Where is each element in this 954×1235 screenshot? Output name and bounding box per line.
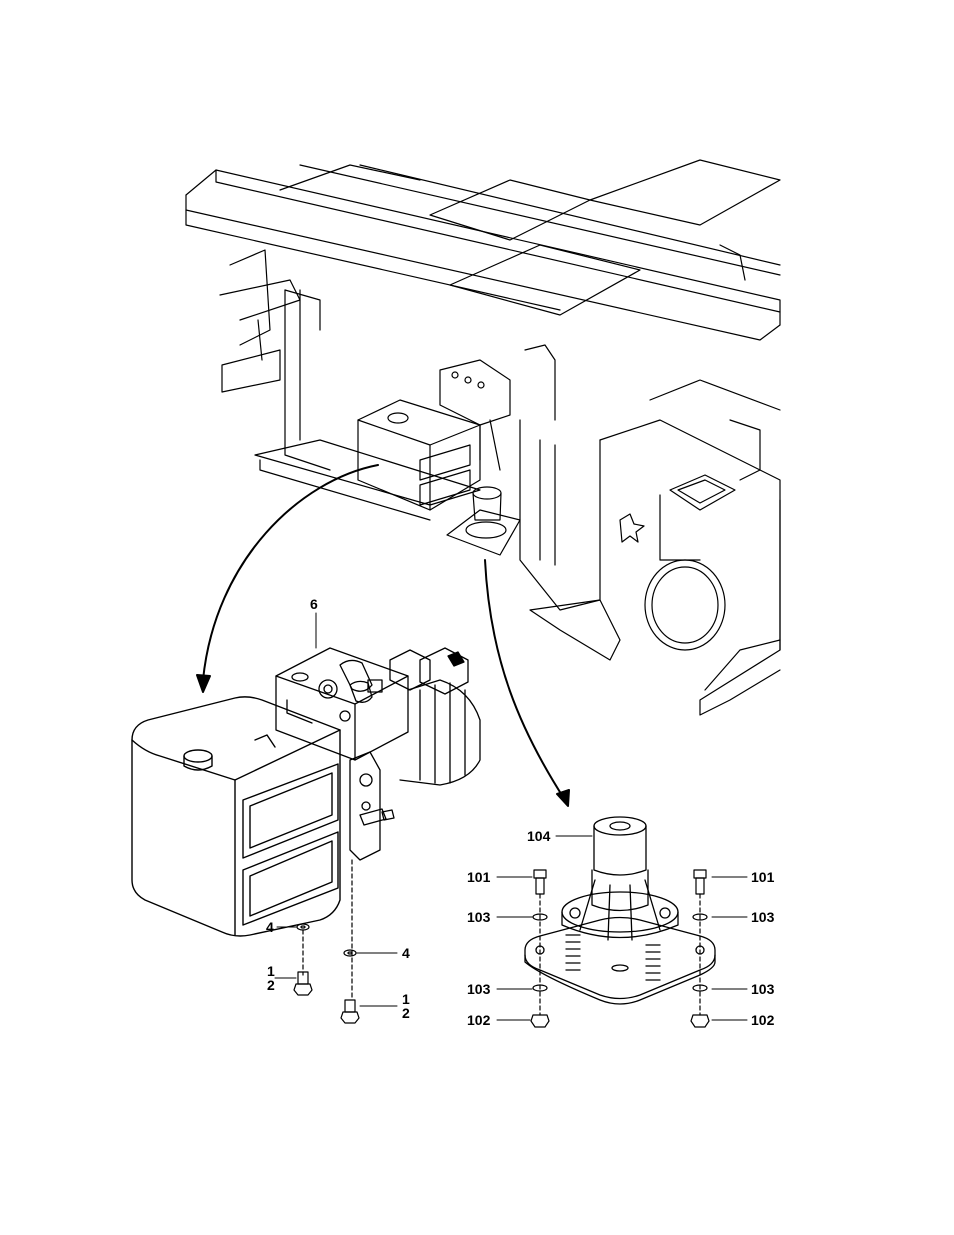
mount-hardware-left: [531, 870, 549, 1027]
hydraulic-reservoir: [132, 697, 340, 936]
pump-motor-assembly: [276, 648, 480, 860]
mount-hardware-right: [691, 870, 709, 1027]
callout-104: 104: [527, 829, 550, 843]
callout-4-valve: 4: [402, 946, 410, 960]
callout-4-tank: 4: [266, 920, 274, 934]
callout-103-lower-left: 103: [467, 982, 490, 996]
callout-103-lower-right: 103: [751, 982, 774, 996]
callout-101-right: 101: [751, 870, 774, 884]
callout-6: 6: [310, 597, 318, 611]
valve-hardware: [341, 860, 359, 1023]
leader-lines: [275, 613, 747, 1020]
pump-in-frame: [440, 360, 510, 470]
callout-1-valve: 1: [402, 992, 410, 1006]
callout-103-upper-right: 103: [751, 910, 774, 924]
isolator-mount: [525, 817, 715, 1004]
callout-101-left: 101: [467, 870, 490, 884]
callout-1-tank: 1: [267, 964, 275, 978]
callout-103-upper-left: 103: [467, 910, 490, 924]
callout-102-right: 102: [751, 1013, 774, 1027]
callout-arrows: [197, 465, 569, 806]
callout-2-valve: 2: [402, 1006, 410, 1020]
tank-hardware: [294, 924, 312, 995]
chassis-frame: [186, 160, 780, 715]
callout-2-tank: 2: [267, 978, 275, 992]
callout-102-left: 102: [467, 1013, 490, 1027]
